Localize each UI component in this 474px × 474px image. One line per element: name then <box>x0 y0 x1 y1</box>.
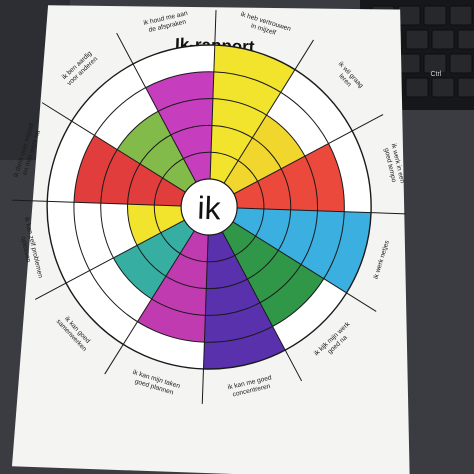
segment-divider <box>223 39 314 184</box>
keycap <box>397 5 421 26</box>
segment-divider <box>237 207 407 215</box>
keycap <box>431 77 455 98</box>
keycap <box>457 29 474 50</box>
segment-divider <box>41 102 186 193</box>
segment-divider <box>233 114 384 195</box>
segment-divider <box>201 234 209 404</box>
keycap <box>431 29 455 50</box>
segment-fill <box>203 231 286 369</box>
keycap <box>405 77 429 98</box>
keycap <box>449 53 473 74</box>
segment-fill <box>113 220 195 299</box>
ctrl-key-label: Ctrl <box>431 71 442 78</box>
segment-divider <box>209 10 217 180</box>
segment-divider <box>12 199 182 207</box>
segment-divider <box>116 32 197 183</box>
segment-fill <box>210 45 295 184</box>
segment-fill <box>222 221 324 327</box>
segment-fill <box>232 207 372 293</box>
center-label: ik <box>197 190 222 227</box>
segment-divider <box>34 219 185 300</box>
segment-divider <box>104 230 195 375</box>
keycap <box>423 5 447 26</box>
keycap <box>457 77 474 98</box>
segment-fill <box>127 204 185 246</box>
keycap <box>423 53 447 74</box>
segment-divider <box>232 221 377 312</box>
keycap <box>405 29 429 50</box>
segment-fill <box>117 111 196 193</box>
keycap <box>449 5 473 26</box>
segment-fill <box>223 115 305 194</box>
segment-divider <box>221 231 303 382</box>
center-circle <box>180 178 238 236</box>
